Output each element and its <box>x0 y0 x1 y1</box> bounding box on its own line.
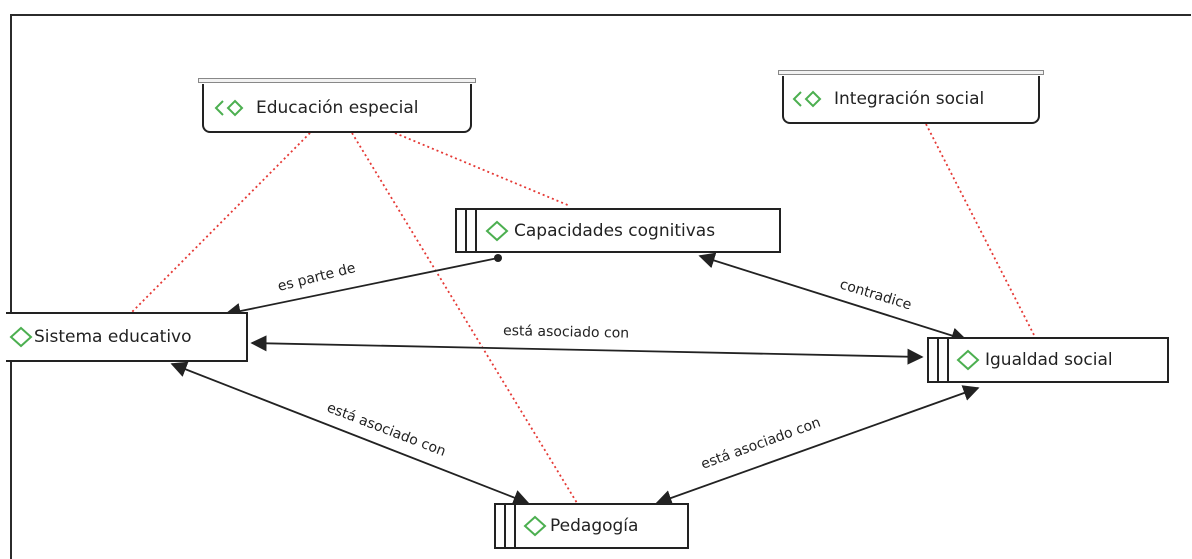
member-link-integracion-igualdad <box>925 123 1035 336</box>
relation-es-parte-de-origin <box>494 254 502 262</box>
node-stripe <box>504 505 516 547</box>
group-lip <box>198 78 476 83</box>
label-asociado-pedagogia-igualdad: está asociado con <box>699 415 823 473</box>
group-diamond-icon <box>792 90 822 108</box>
relation-asociado-pedagogia-igualdad <box>655 385 980 506</box>
node-stripe <box>937 339 949 381</box>
node-label: Sistema educativo <box>34 327 192 347</box>
group-lip <box>778 70 1044 75</box>
node-sistema-educativo[interactable]: Sistema educativo <box>6 312 248 362</box>
member-link-educacion-pedagogia <box>351 132 578 504</box>
group-diamond-icon <box>214 99 244 116</box>
node-label: Integración social <box>834 89 985 109</box>
node-label: Educación especial <box>256 97 419 118</box>
node-integracion-social[interactable]: Integración social <box>778 70 1044 124</box>
relation-es-parte-de <box>224 257 499 319</box>
label-asociado-sistema-igualdad: está asociado con <box>503 323 629 342</box>
node-stripe <box>465 210 477 251</box>
member-link-educacion-sistema <box>131 132 311 313</box>
node-label: Capacidades cognitivas <box>514 220 716 241</box>
diagram-canvas <box>10 14 1191 559</box>
code-diamond-icon <box>956 349 980 371</box>
node-label: Pedagogía <box>550 516 639 536</box>
relation-asociado-sistema-igualdad <box>250 335 924 365</box>
node-educacion-especial[interactable]: Educación especial <box>198 78 476 133</box>
relation-contradice <box>698 252 968 344</box>
code-diamond-icon <box>485 220 509 241</box>
label-contradice: contradice <box>838 277 913 314</box>
node-capacidades-cognitivas[interactable]: Capacidades cognitivas <box>455 208 781 253</box>
code-diamond-icon <box>523 515 547 537</box>
node-label: Igualdad social <box>985 350 1113 370</box>
code-diamond-icon <box>9 326 33 348</box>
member-link-educacion-capacidades <box>394 132 571 207</box>
node-igualdad-social[interactable]: Igualdad social <box>927 337 1169 383</box>
node-pedagogia[interactable]: Pedagogía <box>494 503 689 549</box>
relation-asociado-sistema-pedagogia <box>170 361 530 506</box>
